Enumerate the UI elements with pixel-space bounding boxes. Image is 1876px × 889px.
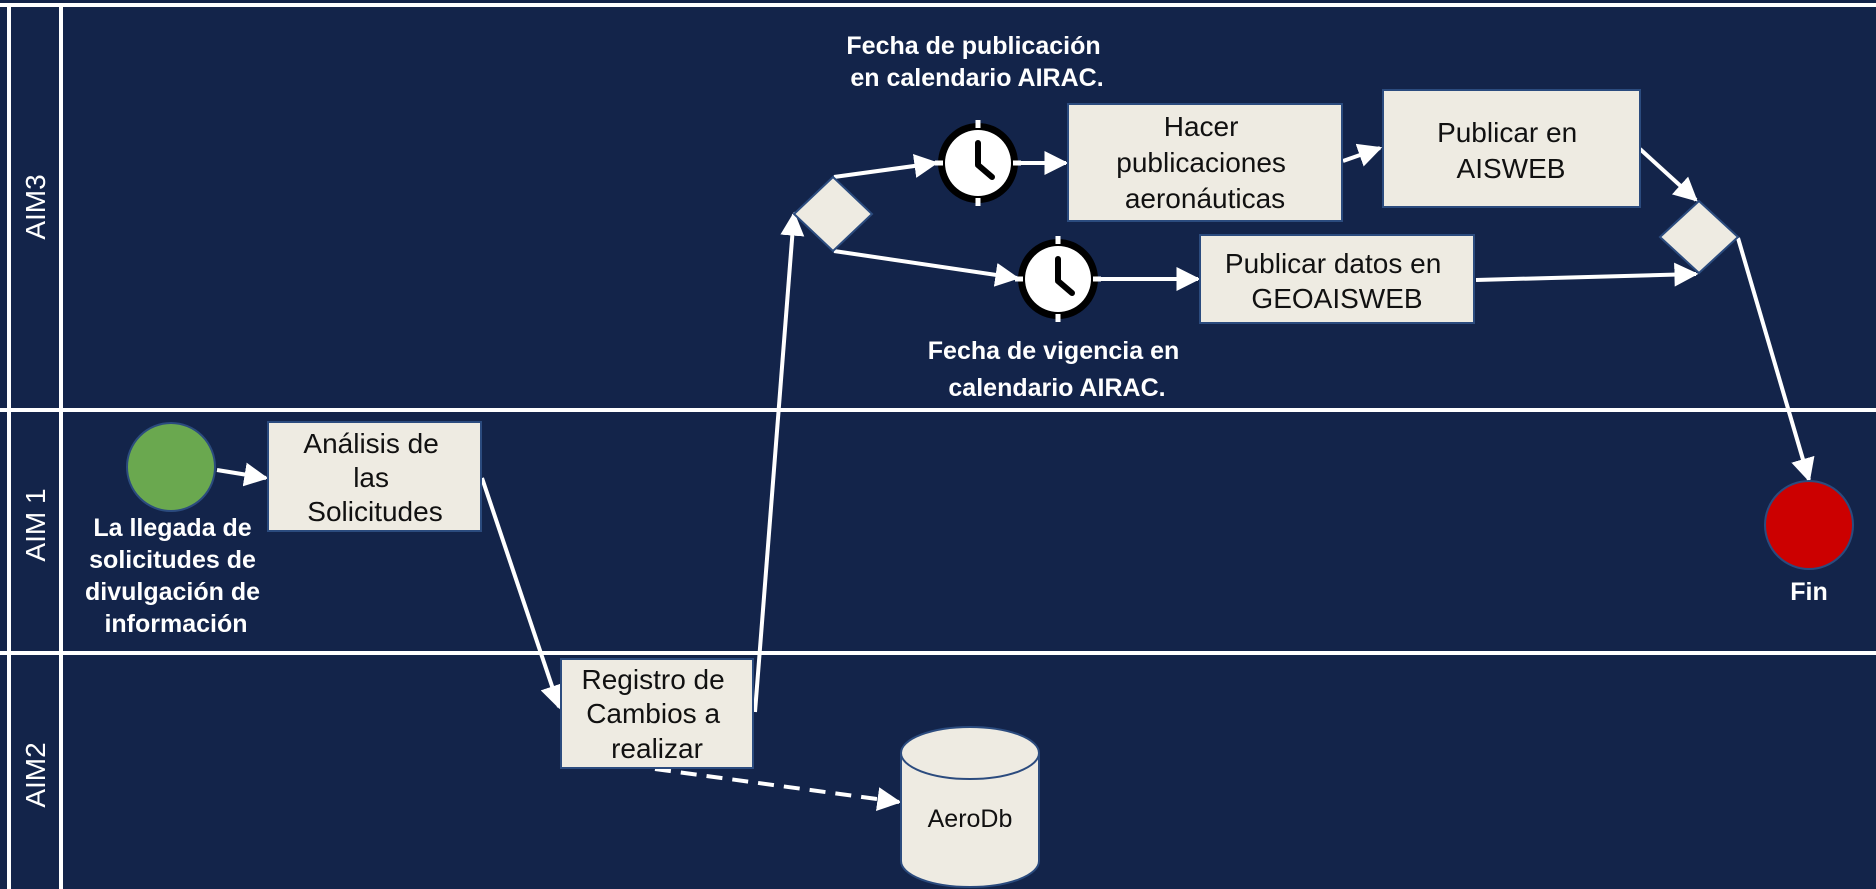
lane-label-aim3: AIM3 <box>20 174 51 239</box>
task-publicar-geoaisweb[interactable] <box>1199 234 1475 324</box>
timer-publicacion-label: Fecha de publicación en calendario AIRAC… <box>846 32 1107 92</box>
task-registro-cambios[interactable] <box>560 658 754 769</box>
diamond-gateway-split[interactable] <box>792 175 874 253</box>
database-cylinder-icon <box>900 753 1040 888</box>
end-event-label: Fin <box>1790 578 1828 606</box>
flow-join-to-end <box>1736 237 1815 483</box>
start-event-circle[interactable] <box>126 422 216 512</box>
timer-vigencia-label: Fecha de vigencia en calendario AIRAC. <box>928 337 1186 402</box>
flow-analisis-to-registro <box>480 477 564 710</box>
association-registro-to-aerodb <box>654 767 902 811</box>
flow-start-to-analisis <box>216 462 269 487</box>
flow-registro-to-gateway <box>753 211 805 713</box>
task-hacer-label: Hacer publicaciones aeronáuticas <box>1116 111 1293 214</box>
task-hacer-publicaciones[interactable] <box>1067 103 1343 222</box>
task-publicar-aisweb[interactable] <box>1382 89 1641 208</box>
task-aisweb-label: Publicar en AISWEB <box>1437 117 1585 184</box>
datastore-aerodb[interactable]: AeroDb <box>900 726 1040 888</box>
database-cylinder-top <box>900 726 1040 780</box>
datastore-label: AeroDb <box>928 805 1013 833</box>
lane-label-aim1: AIM 1 <box>20 488 51 561</box>
flow-geoaisweb-to-join <box>1475 262 1699 287</box>
diamond-gateway-join[interactable] <box>1658 199 1740 275</box>
clock-icon <box>1015 236 1101 322</box>
flow-aisweb-to-join <box>1638 147 1698 202</box>
clock-icon <box>935 120 1021 206</box>
flow-gateway-to-timer-vig <box>833 249 1020 287</box>
flow-connectors <box>216 143 1815 811</box>
lane-label-aim2: AIM2 <box>20 742 51 807</box>
start-event-label: La llegada de solicitudes de divulgación… <box>85 514 267 638</box>
task-registro-label: Registro de Cambios a realizar <box>582 664 733 764</box>
flow-hacer-to-aisweb <box>1342 143 1383 167</box>
task-analisis-solicitudes[interactable] <box>267 421 482 532</box>
flow-gateway-to-timer-pub <box>833 154 939 179</box>
swimlane-grid <box>0 3 1876 889</box>
end-event-circle[interactable] <box>1764 480 1854 570</box>
task-analisis-label: Análisis de las Solicitudes <box>303 428 446 527</box>
task-geoaisweb-label: Publicar datos en GEOAISWEB <box>1225 248 1449 314</box>
